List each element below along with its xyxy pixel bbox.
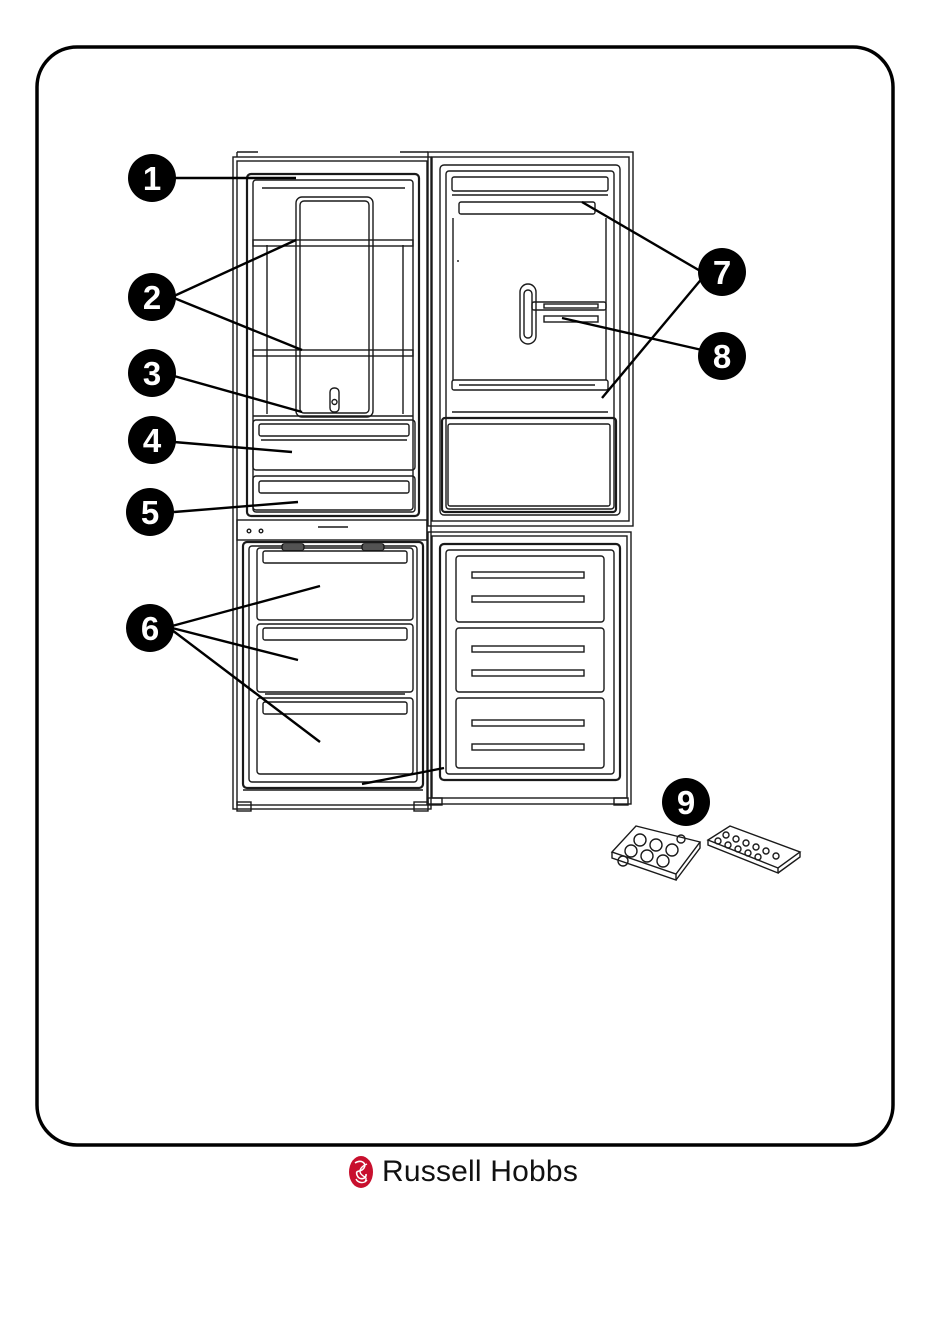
callout-5: 5 [126, 488, 174, 536]
callout-9: 9 [662, 778, 710, 826]
callout-6: 6 [126, 604, 174, 652]
callout-3: 3 [128, 349, 176, 397]
diagram-frame [37, 47, 893, 1145]
freezer-door-inner [428, 532, 631, 805]
svg-text:4: 4 [143, 422, 162, 459]
callout-4: 4 [128, 416, 176, 464]
fridge-door-inner [400, 152, 633, 526]
fridge-cabinet [233, 152, 431, 811]
svg-text:8: 8 [713, 338, 731, 375]
callout-7: 7 [698, 248, 746, 296]
callout-1: 1 [128, 154, 176, 202]
svg-text:9: 9 [677, 784, 695, 821]
callout-2: 2 [128, 273, 176, 321]
svg-text:3: 3 [143, 355, 161, 392]
brand-logo: Russell Hobbs [348, 1152, 578, 1192]
svg-text:1: 1 [143, 160, 161, 197]
callout-8: 8 [698, 332, 746, 380]
egg-trays-accessory [612, 826, 800, 880]
svg-text:7: 7 [713, 254, 731, 291]
leader-lines [170, 178, 704, 784]
svg-text:2: 2 [143, 279, 161, 316]
svg-text:5: 5 [141, 494, 159, 531]
svg-text:6: 6 [141, 610, 159, 647]
brand-name: Russell Hobbs [382, 1155, 578, 1189]
russell-hobbs-knot-logo-icon [348, 1154, 374, 1190]
